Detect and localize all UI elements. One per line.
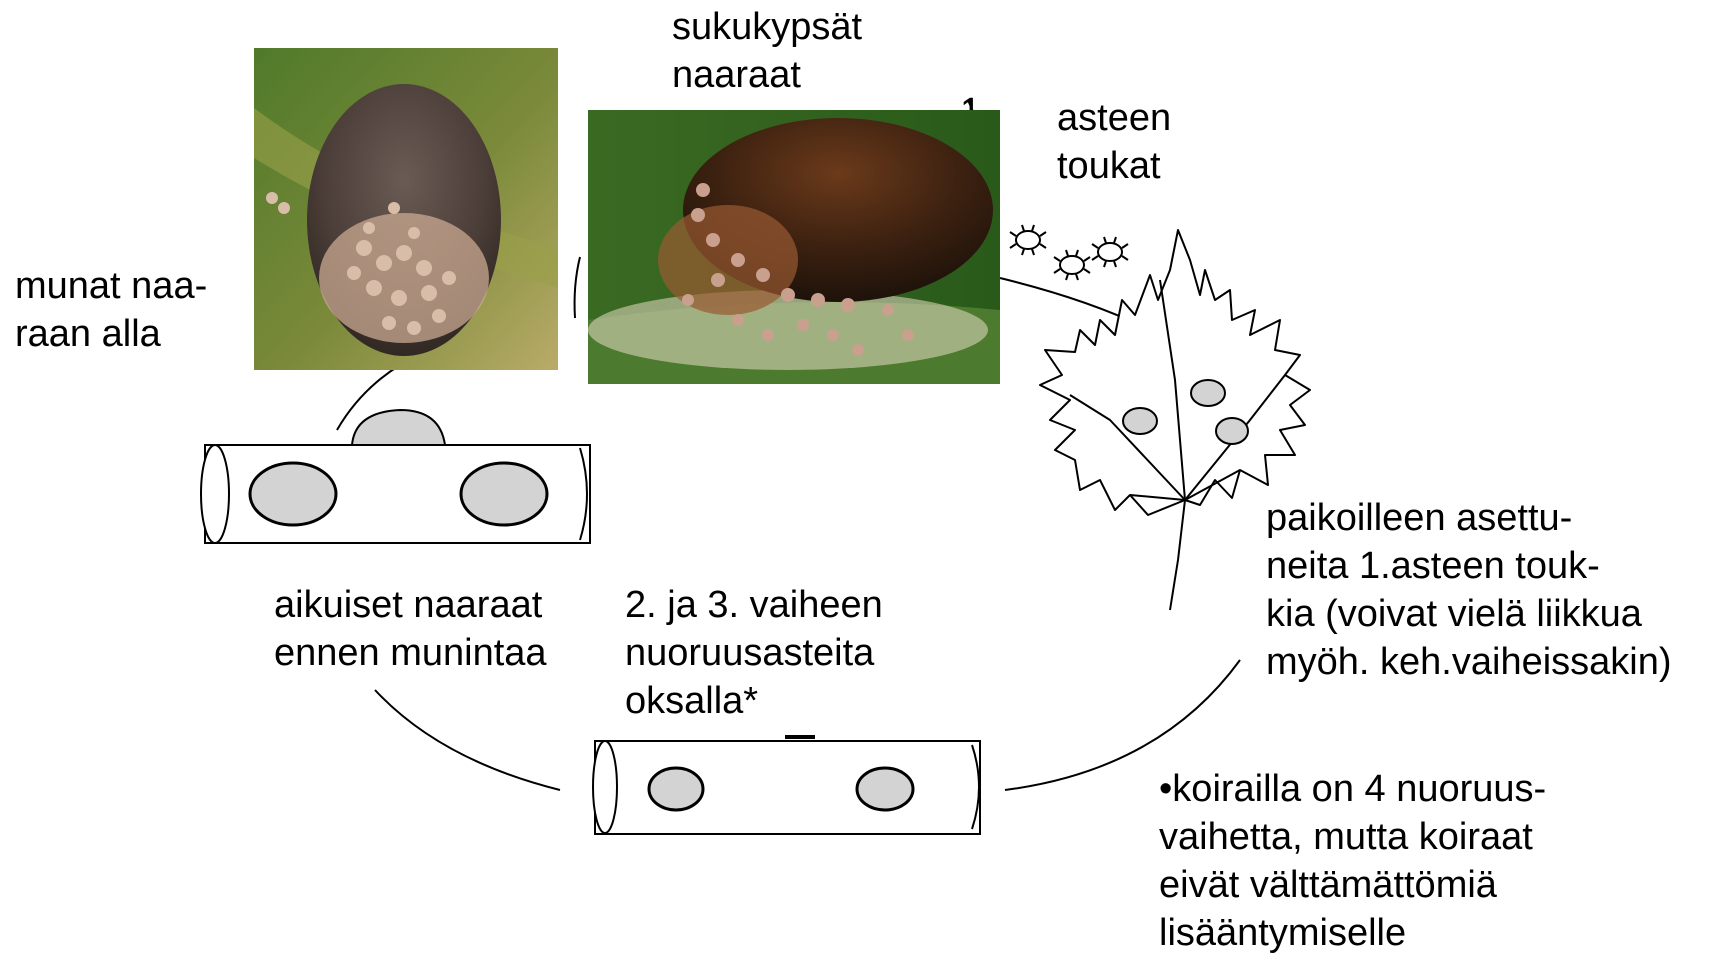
label-settled-line-1: paikoilleen asettu- — [1266, 494, 1672, 542]
label-settled-line-2: neita 1.asteen touk- — [1266, 542, 1672, 590]
label-footnote: •koirailla on 4 nuoruus- vaihetta, mutta… — [1159, 765, 1546, 957]
label-second-third-instars: 2. ja 3. vaiheen nuoruusasteita oksalla* — [625, 581, 883, 725]
label-eggs-line-2: raan alla — [15, 310, 207, 358]
line-bottom-twig-to-adults — [375, 690, 560, 790]
label-footnote-line-3: eivät välttämättömiä — [1159, 861, 1546, 909]
label-adults-line-1: aikuiset naaraat — [274, 581, 547, 629]
label-settled-line-4: myöh. keh.vaiheissakin) — [1266, 638, 1672, 686]
label-mature-females-line-1: sukukypsät — [672, 3, 862, 51]
label-crawlers-line-1: asteen — [1057, 94, 1171, 142]
label-instars-line-3: oksalla* — [625, 677, 883, 725]
scale-insect-with-eggs-photo — [254, 48, 558, 370]
label-instars-line-1: 2. ja 3. vaiheen — [625, 581, 883, 629]
scale-insect-crawlers-photo — [588, 110, 1000, 384]
label-footnote-line-4: lisääntymiselle — [1159, 909, 1546, 957]
line-eggs-to-photo — [575, 257, 580, 318]
crawler-insect-icons — [1010, 225, 1128, 280]
label-settled-line-3: kia (voivat vielä liikkua — [1266, 590, 1672, 638]
label-footnote-line-2: vaihetta, mutta koiraat — [1159, 813, 1546, 861]
label-instars-line-2: nuoruusasteita — [625, 629, 883, 677]
label-footnote-line-1: •koirailla on 4 nuoruus- — [1159, 765, 1546, 813]
label-mature-females-line-2: naaraat — [672, 51, 862, 99]
twig-with-scales-drawing — [201, 410, 590, 543]
label-adult-females: aikuiset naaraat ennen munintaa — [274, 581, 547, 677]
label-adults-line-2: ennen munintaa — [274, 629, 547, 677]
label-settled-first-instar: paikoilleen asettu- neita 1.asteen touk-… — [1266, 494, 1672, 686]
label-eggs-line-1: munat naa- — [15, 262, 207, 310]
label-eggs-under-female: munat naa- raan alla — [15, 262, 207, 358]
label-crawlers-line-2: toukat — [1057, 142, 1171, 190]
label-first-instar-crawlers: asteen toukat — [1057, 94, 1171, 190]
label-mature-females: sukukypsät naaraat — [672, 3, 862, 99]
twig-with-nymphs-drawing — [593, 737, 980, 834]
